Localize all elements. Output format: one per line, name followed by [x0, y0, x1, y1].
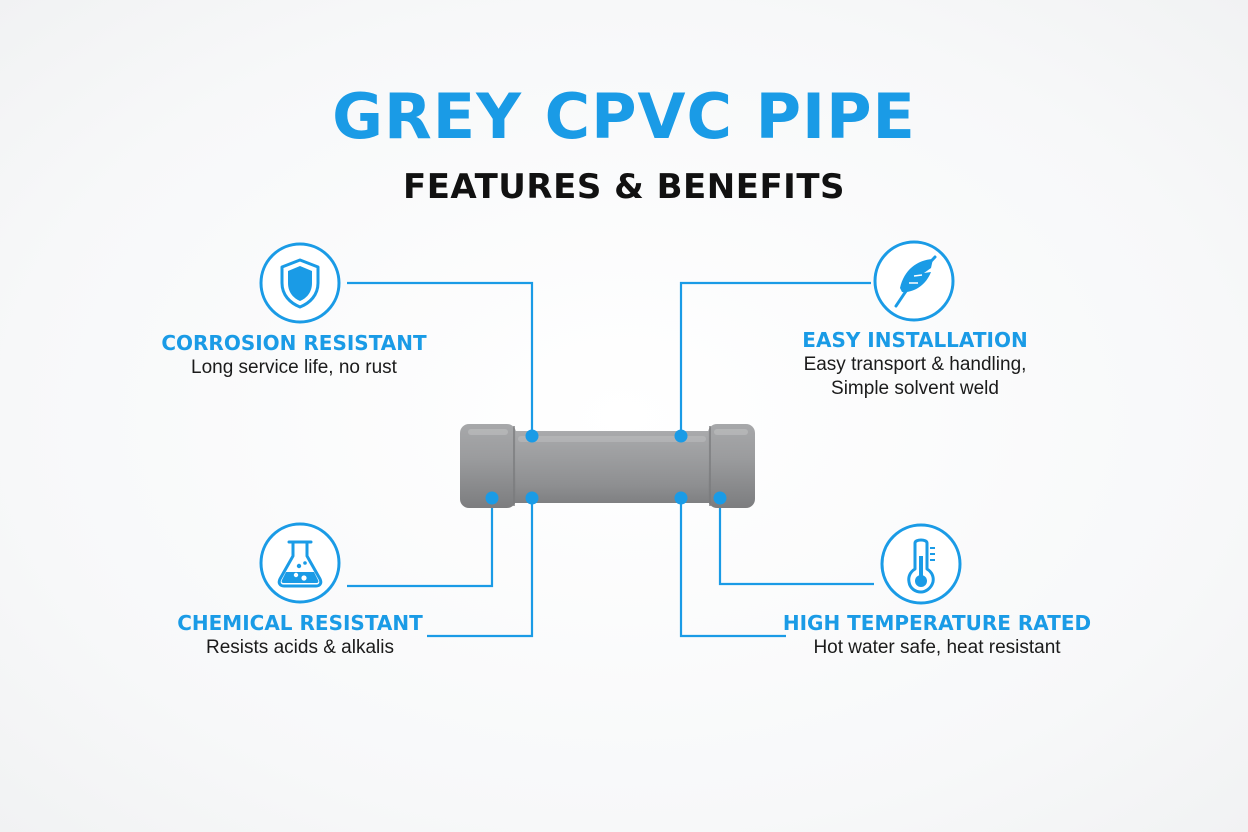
feature-desc-temperature: Hot water safe, heat resistant	[767, 636, 1107, 660]
feature-title-temperature: HIGH TEMPERATURE RATED	[782, 611, 1092, 635]
connector-dots	[485, 429, 727, 505]
thermometer-icon	[880, 523, 962, 605]
connector-chemical-lower	[427, 498, 534, 638]
feature-desc-line: Hot water safe, heat resistant	[813, 637, 1061, 658]
shield-icon	[259, 242, 341, 324]
pipe-body	[510, 431, 714, 503]
connector-dot	[674, 491, 688, 505]
connector-installation	[679, 281, 871, 435]
connector-corrosion	[347, 281, 534, 435]
feather-icon	[873, 240, 955, 322]
feature-desc-line: Long service life, no rust	[191, 357, 397, 378]
feature-desc-line: Easy transport & handling,	[803, 354, 1027, 375]
pipe-left-collar	[460, 424, 516, 508]
feature-desc-corrosion: Long service life, no rust	[144, 356, 444, 380]
cpvc-pipe	[460, 424, 755, 508]
connector-dot	[713, 491, 727, 505]
connector-temperature-lower	[679, 498, 786, 638]
feature-title-chemical: CHEMICAL RESISTANT	[177, 611, 423, 635]
pipe-right-collar	[708, 424, 755, 508]
feature-desc-installation: Easy transport & handling, Simple solven…	[755, 353, 1075, 401]
connector-temperature-upper	[718, 498, 874, 586]
feature-title-corrosion: CORROSION RESISTANT	[161, 331, 427, 355]
feature-desc-line: Simple solvent weld	[831, 378, 999, 399]
connector-dot	[485, 491, 499, 505]
connector-dot	[525, 491, 539, 505]
feature-title-installation: EASY INSTALLATION	[802, 328, 1028, 352]
feature-desc-chemical: Resists acids & alkalis	[150, 636, 450, 660]
connector-dot	[674, 429, 688, 443]
page-title: GREY CPVC PIPE	[332, 80, 916, 153]
page-subtitle: FEATURES & BENEFITS	[402, 167, 846, 207]
connector-dot	[525, 429, 539, 443]
flask-icon	[259, 522, 341, 604]
feature-desc-line: Resists acids & alkalis	[206, 637, 394, 658]
connector-chemical-upper	[347, 498, 494, 588]
connector-lines	[347, 281, 874, 638]
